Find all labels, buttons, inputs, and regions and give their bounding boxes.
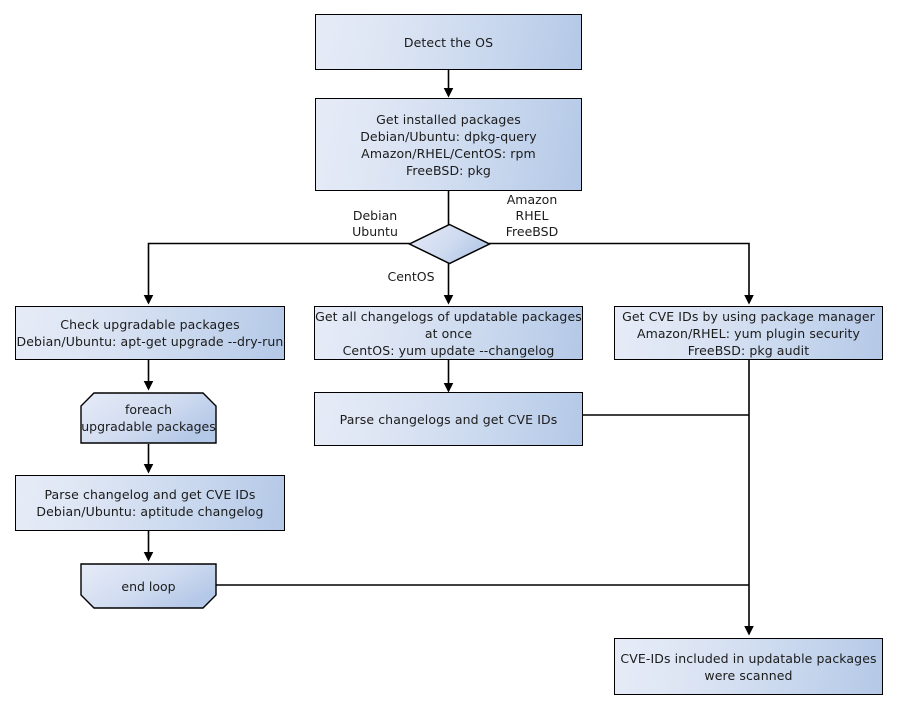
edge-label-centos: CentOS <box>387 269 435 284</box>
edge-label-amazon-rhel-freebsd: Amazon RHEL FreeBSD <box>505 192 559 239</box>
node-detect-os[interactable]: Detect the OS <box>315 14 582 70</box>
end-loop-label: end loop <box>121 578 176 594</box>
loop-end-shape-icon <box>80 563 217 609</box>
edge-label-debian-ubuntu: Debian Ubuntu <box>352 208 398 239</box>
loop-start-shape-icon <box>80 392 217 444</box>
node-end-loop[interactable]: end loop <box>80 563 217 609</box>
foreach-label: foreach upgradable packages <box>81 402 216 434</box>
node-parse-changelog-cve-ids[interactable]: Parse changelog and get CVE IDs Debian/U… <box>15 475 285 531</box>
node-os-decision[interactable] <box>407 223 492 265</box>
decision-diamond-icon <box>407 223 492 265</box>
node-get-installed-packages[interactable]: Get installed packages Debian/Ubuntu: dp… <box>315 98 582 191</box>
node-get-all-changelogs[interactable]: Get all changelogs of updatable packages… <box>314 306 583 360</box>
node-check-upgradable-packages[interactable]: Check upgradable packages Debian/Ubuntu:… <box>15 306 285 360</box>
node-cve-ids-scanned[interactable]: CVE-IDs included in updatable packages w… <box>614 638 883 695</box>
node-foreach-upgradable-packages[interactable]: foreach upgradable packages <box>80 392 217 444</box>
node-get-cve-ids-pkg-manager[interactable]: Get CVE IDs by using package manager Ama… <box>614 306 883 360</box>
node-parse-changelogs-cve-ids[interactable]: Parse changelogs and get CVE IDs <box>314 392 583 446</box>
